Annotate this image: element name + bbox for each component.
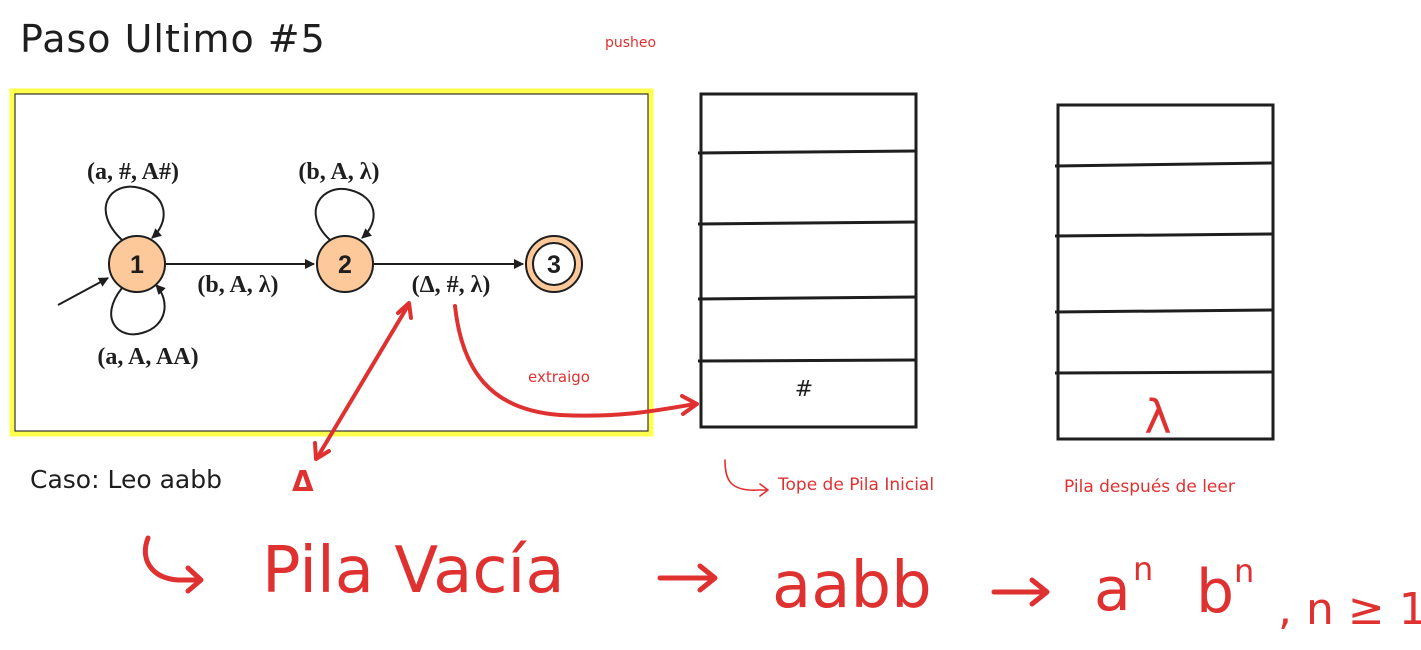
conclusion: Pila Vacía aabb a n b n , n ≥ 1 xyxy=(142,534,1421,635)
extract-arrow xyxy=(453,304,699,418)
case-text: Caso: Leo aabb xyxy=(30,465,222,494)
loop-state1-bottom xyxy=(110,284,166,336)
transition-label-1-top: (a, #, A#) xyxy=(87,159,179,185)
automaton-diagram: 1 2 3 (a, #, A#) (a, A, AA) (b, A, λ) (b… xyxy=(9,88,654,437)
stack-initial-cell-bottom: # xyxy=(795,377,813,402)
conclusion-b: b xyxy=(1196,557,1234,627)
conclusion-pila-vacia: Pila Vacía xyxy=(262,534,565,608)
loop-state1-top xyxy=(104,185,165,241)
case-symbol: Δ xyxy=(292,465,314,498)
transition-label-1-2: (b, A, λ) xyxy=(197,272,278,298)
state-2: 2 xyxy=(316,235,374,293)
stack-after-cell-bottom: λ xyxy=(1144,390,1171,444)
tope-label: Tope de Pila Inicial xyxy=(777,475,934,495)
conclusion-aabb: aabb xyxy=(772,549,932,623)
state-3-label: 3 xyxy=(547,251,561,279)
conclusion-a-exponent: n xyxy=(1133,550,1153,588)
conclusion-b-exponent: n xyxy=(1234,552,1254,590)
loop-state2 xyxy=(314,187,375,241)
start-arrow xyxy=(57,277,109,306)
state-2-label: 2 xyxy=(338,251,352,279)
state-1-label: 1 xyxy=(130,251,144,279)
tope-hook-arrow xyxy=(724,459,769,497)
after-label: Pila después de leer xyxy=(1064,477,1235,497)
hook-arrow-left xyxy=(142,535,204,594)
stack-after: λ xyxy=(1054,103,1275,444)
state-1: 1 xyxy=(108,235,166,293)
transition-label-2-loop: (b, A, λ) xyxy=(298,159,379,185)
conclusion-condition: , n ≥ 1 xyxy=(1278,584,1421,635)
arrow-2 xyxy=(991,577,1050,607)
transition-label-1-bottom: (a, A, AA) xyxy=(97,344,198,370)
pusheo-note: pusheo xyxy=(605,35,656,51)
transition-label-2-3: (Δ, #, λ) xyxy=(412,272,491,298)
stack-initial: # xyxy=(697,92,918,429)
page-title: Paso Ultimo #5 xyxy=(20,17,326,61)
case-link-arrow xyxy=(313,301,413,461)
conclusion-a: a xyxy=(1094,555,1131,625)
extraigo-note: extraigo xyxy=(528,368,590,386)
arrow-1 xyxy=(657,563,718,593)
state-3: 3 xyxy=(525,235,583,293)
